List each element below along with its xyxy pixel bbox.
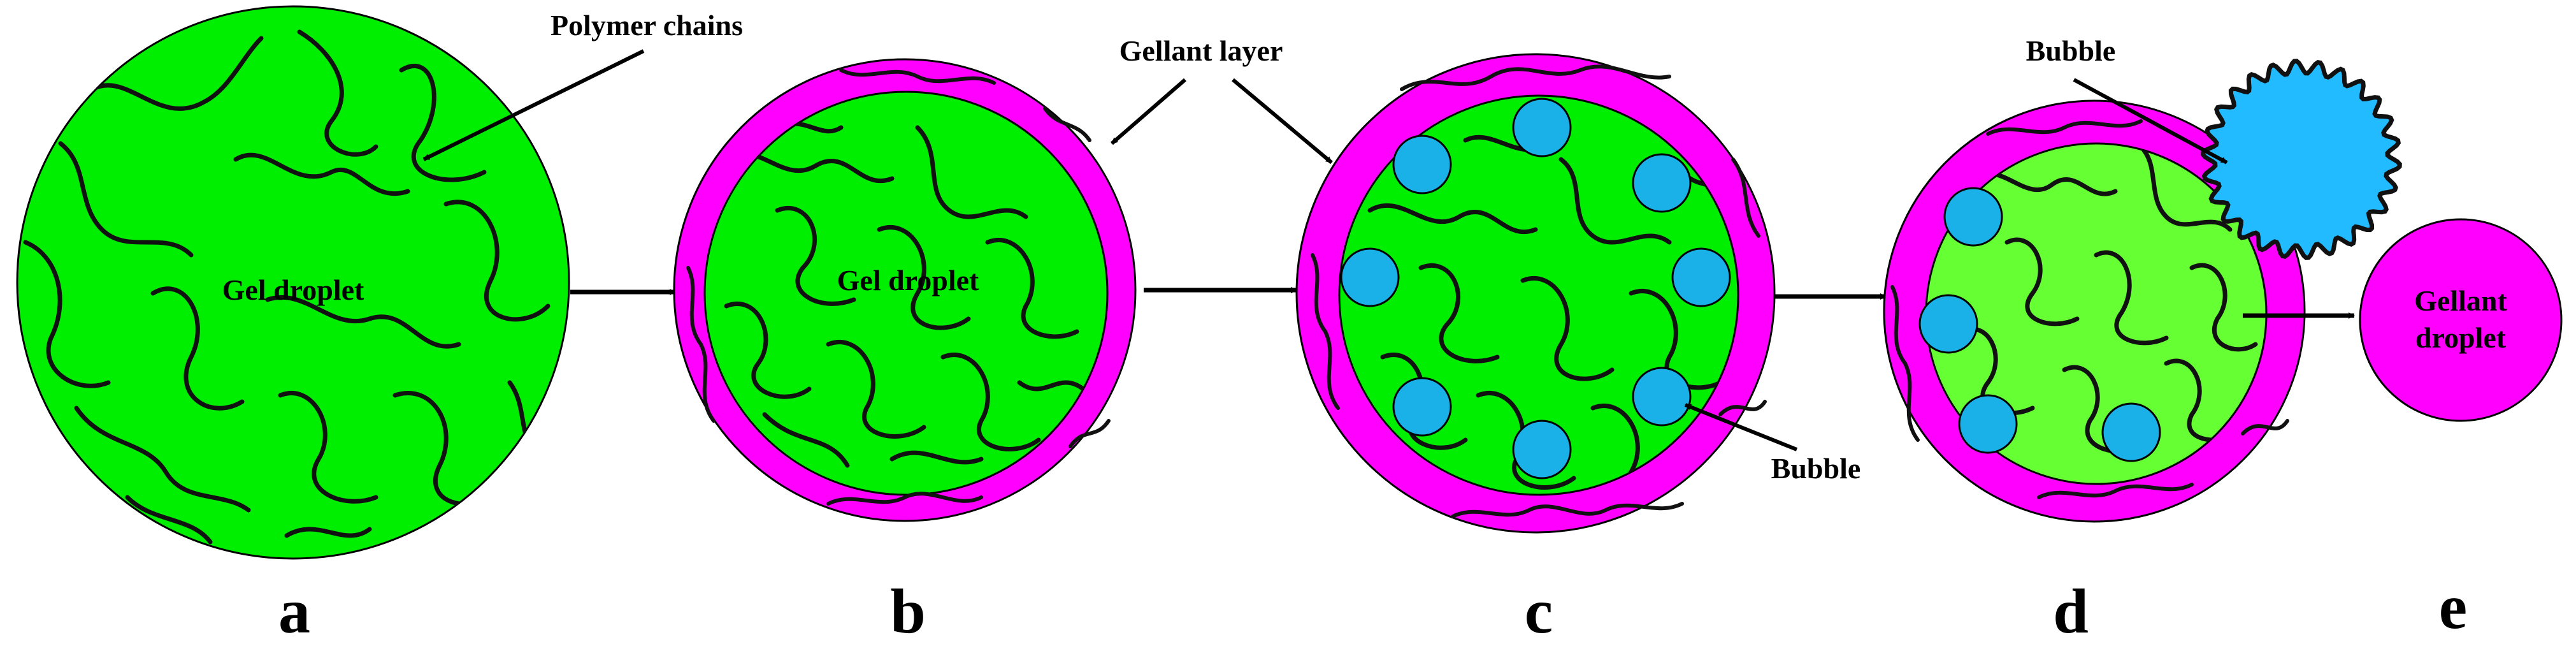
gellant-layer-pointer-b — [1111, 78, 1186, 145]
bubble-d-4 — [2101, 402, 2161, 462]
bubble-d-3 — [1958, 394, 2018, 454]
bubble-d-2 — [1918, 294, 1978, 354]
stage-letter-b: b — [890, 576, 926, 647]
bubble-c-6 — [1392, 377, 1452, 437]
stage-d: Bubble — [1883, 34, 2402, 523]
gel-droplet-label-b: Gel droplet — [837, 264, 979, 296]
stage-a: Gel droplet — [16, 5, 570, 560]
polymer-chains-shell-c — [1311, 64, 1767, 518]
bubble-pointer-d — [2073, 78, 2228, 165]
bubbles-d — [1918, 187, 2161, 462]
bubble-c-2 — [1392, 135, 1452, 194]
gel-droplet-label-a: Gel droplet — [222, 274, 364, 306]
bubble-d-1 — [1943, 187, 2003, 247]
polymer-chains-label: Polymer chains — [550, 9, 743, 41]
gellant-droplet-label-line2: droplet — [2415, 321, 2507, 354]
stage-letter-d: d — [2053, 576, 2089, 647]
bubble-c-3 — [1632, 153, 1692, 213]
bubble-c-5 — [1671, 247, 1731, 307]
stage-c: Bubble — [1295, 53, 1861, 534]
stage-letter-c: c — [1525, 576, 1553, 647]
polymer-chains-pointer — [422, 49, 645, 161]
gellant-layer-annotation: Gellant layer — [1111, 34, 1333, 165]
bubble-c-4 — [1340, 247, 1400, 307]
polymer-chains-shell-b — [686, 68, 1111, 506]
bubbles-c — [1340, 98, 1731, 479]
gellant-droplet-e — [2359, 218, 2563, 422]
gel-droplet-a — [16, 5, 570, 560]
stage-letter-e: e — [2439, 571, 2467, 642]
bubble-c-8 — [1512, 420, 1572, 479]
polymer-chains-annotation: Polymer chains — [422, 9, 743, 161]
gellant-droplet-label-line1: Gellant — [2414, 284, 2507, 317]
bubble-c-1 — [1512, 98, 1572, 157]
bubble-pointer-c — [1684, 403, 1798, 451]
gellant-layer-label: Gellant layer — [1119, 34, 1283, 67]
stage-e: Gellant droplet — [2359, 218, 2563, 422]
stage-letter-a: a — [278, 576, 310, 647]
bubble-label-d: Bubble — [2026, 34, 2116, 67]
bubble-c-7 — [1632, 367, 1692, 427]
bubble-label-c: Bubble — [1771, 452, 1861, 485]
polymer-chains-shell-d — [1890, 119, 2289, 499]
escaping-bubble-d — [2201, 59, 2402, 260]
gellant-layer-pointer-c — [1232, 78, 1333, 165]
stage-letters: a b c d e — [278, 571, 2467, 647]
stage-b: Gel droplet — [673, 58, 1137, 522]
